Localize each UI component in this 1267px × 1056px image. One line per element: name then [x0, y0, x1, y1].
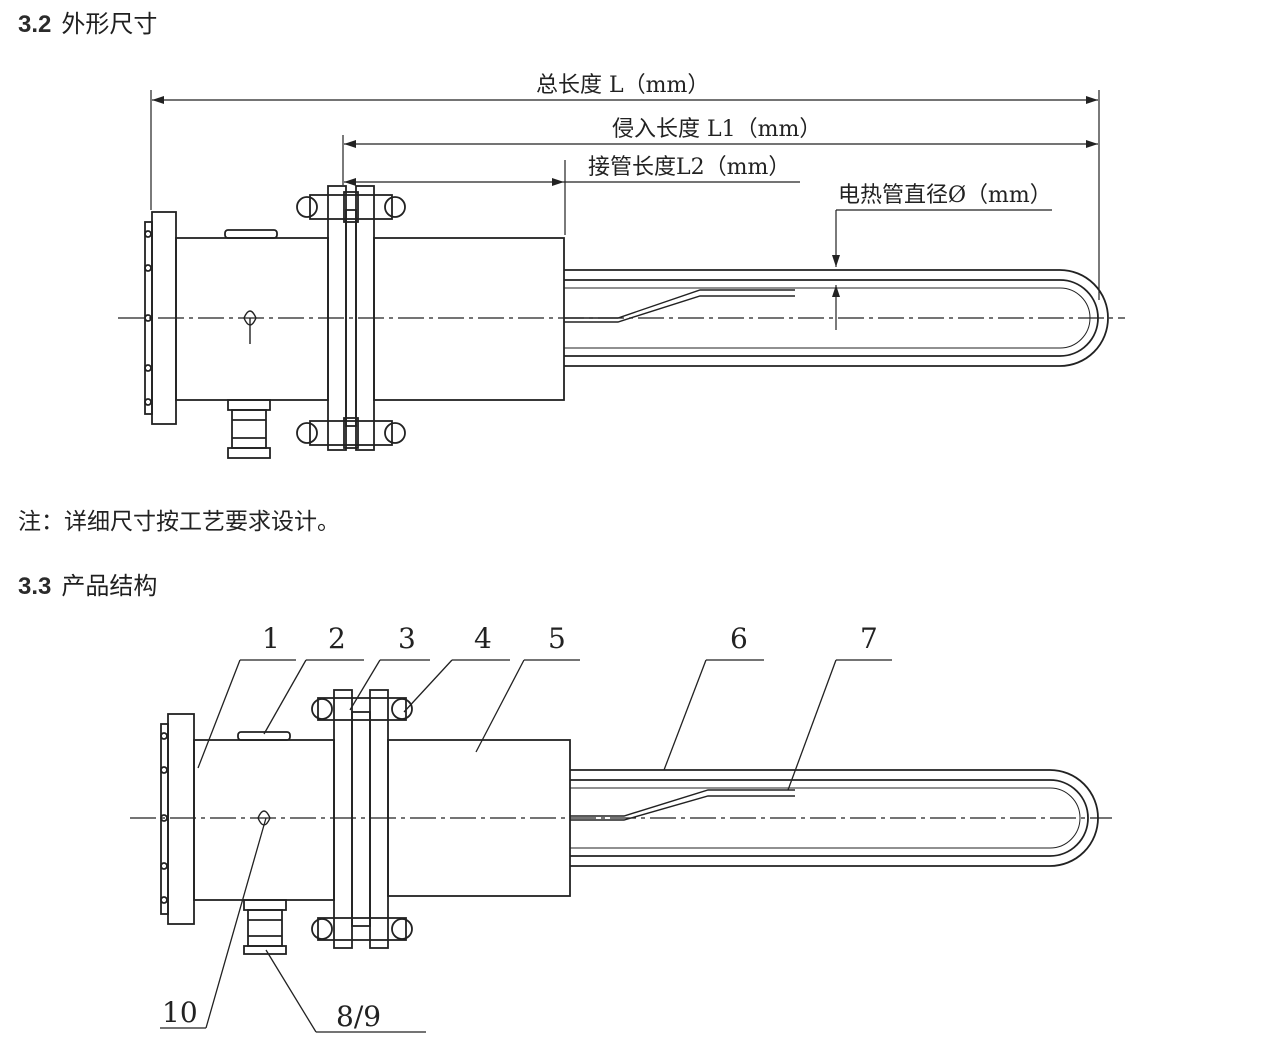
callout-10: 10	[162, 996, 198, 1029]
section-number: 3.2	[18, 11, 52, 38]
nozzle	[373, 237, 565, 401]
dimension-drawing	[118, 90, 1125, 459]
section-number: 3.3	[18, 573, 52, 600]
junction-box	[175, 237, 329, 401]
callout-3: 3	[398, 622, 416, 655]
callout-5: 5	[548, 622, 566, 655]
callout-2: 2	[328, 622, 346, 655]
design-note: 注：详细尺寸按工艺要求设计。	[18, 509, 340, 535]
callout-7: 7	[860, 622, 878, 655]
section-heading-dimensions: 3.2 外形尺寸	[18, 4, 157, 39]
label-nozzle-length: 接管长度L2（mm）	[588, 155, 790, 180]
label-insertion-length: 侵入长度 L1（mm）	[612, 117, 821, 142]
thermocouple	[564, 289, 795, 319]
section-title: 外形尺寸	[61, 10, 158, 38]
label-total-length: 总长度 L（mm）	[536, 73, 709, 98]
heating-tube	[564, 269, 1109, 367]
section-heading-structure: 3.3 产品结构	[18, 566, 157, 601]
callout-1: 1	[262, 622, 280, 655]
callout-4: 4	[474, 622, 492, 655]
section-title: 产品结构	[61, 572, 158, 600]
callout-6: 6	[730, 622, 748, 655]
label-tube-diameter: 电热管直径Ø（mm）	[838, 183, 1052, 208]
structure-drawing	[130, 659, 1112, 1033]
callout-8-9: 8/9	[336, 1000, 381, 1033]
